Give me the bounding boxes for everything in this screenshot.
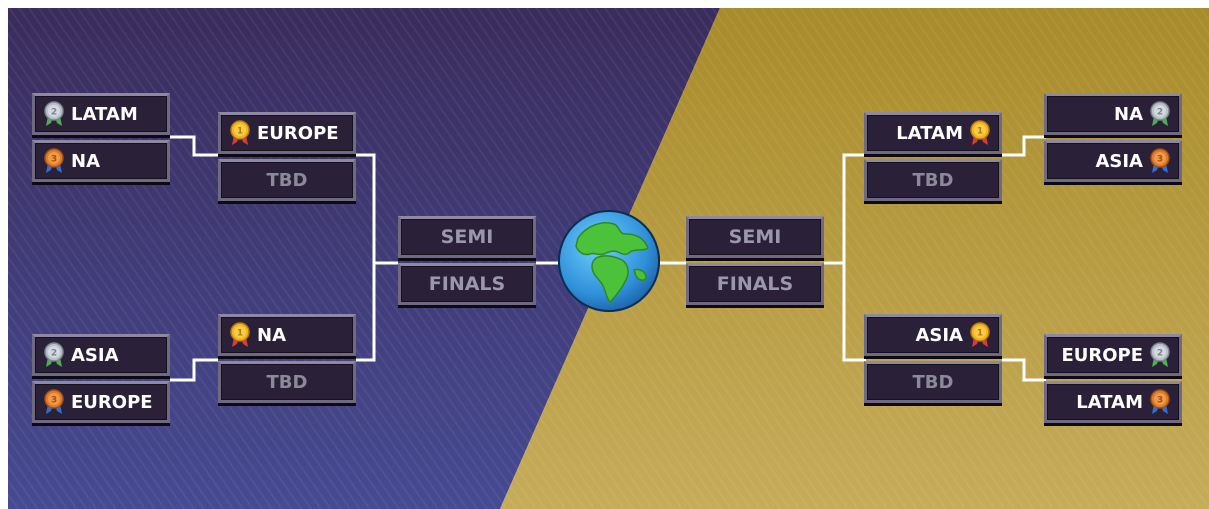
team-name: EUROPE <box>257 122 339 144</box>
team-name: LATAM <box>71 103 138 125</box>
right-r1-team-2: ASIA <box>1044 140 1182 182</box>
team-name: EUROPE <box>71 391 153 413</box>
bronze-3-medal-icon <box>43 389 65 415</box>
right-r2-team-2: TBD <box>864 159 1002 201</box>
left-r1-team-4: EUROPE <box>32 381 170 423</box>
team-name: TBD <box>912 169 954 191</box>
right-semi-finals-bottom: FINALS <box>686 263 824 305</box>
gold-1-medal-icon <box>969 120 991 146</box>
team-name: ASIA <box>71 344 119 366</box>
silver-2-medal-icon <box>43 342 65 368</box>
left-r2-team-3: NA <box>218 314 356 356</box>
connector-left-r2-top <box>356 153 398 265</box>
team-name: LATAM <box>896 122 963 144</box>
right-r2-team-1: LATAM <box>864 112 1002 154</box>
right-r1-team-3: EUROPE <box>1044 334 1182 376</box>
right-r2-team-3: ASIA <box>864 314 1002 356</box>
left-r1-team-1: LATAM <box>32 93 170 135</box>
right-semi-finals-top: SEMI <box>686 216 824 258</box>
right-r1-team-1: NA <box>1044 93 1182 135</box>
left-semi-finals-bottom: FINALS <box>398 263 536 305</box>
team-name: ASIA <box>915 324 963 346</box>
team-name: TBD <box>266 371 308 393</box>
connector-left-r1-top <box>170 135 218 157</box>
split-background <box>8 8 1209 509</box>
bronze-3-medal-icon <box>1149 389 1171 415</box>
connector-left-r2-bottom <box>356 263 376 362</box>
team-name: ASIA <box>1095 150 1143 172</box>
left-r2-team-1: EUROPE <box>218 112 356 154</box>
globe-icon <box>558 210 660 312</box>
left-semi-finals-top: SEMI <box>398 216 536 258</box>
silver-2-medal-icon <box>1149 342 1171 368</box>
connector-right-r1-bottom <box>1002 358 1046 382</box>
finals-label: FINALS <box>428 273 506 295</box>
connector-left-r1-bottom <box>170 358 218 382</box>
connector-right-r2-top <box>824 153 866 265</box>
gold-1-medal-icon <box>229 120 251 146</box>
bronze-3-medal-icon <box>43 148 65 174</box>
semi-label: SEMI <box>440 226 494 248</box>
right-r1-team-4: LATAM <box>1044 381 1182 423</box>
silver-2-medal-icon <box>43 101 65 127</box>
left-r1-team-3: ASIA <box>32 334 170 376</box>
team-name: LATAM <box>1076 391 1143 413</box>
left-r2-team-2: TBD <box>218 159 356 201</box>
team-name: NA <box>71 150 100 172</box>
left-r1-team-2: NA <box>32 140 170 182</box>
team-name: NA <box>1114 103 1143 125</box>
bronze-3-medal-icon <box>1149 148 1171 174</box>
team-name: TBD <box>912 371 954 393</box>
left-r2-team-4: TBD <box>218 361 356 403</box>
connector-right-r2-bottom <box>842 263 866 362</box>
connector-right-r1-top <box>1002 135 1046 157</box>
right-r2-team-4: TBD <box>864 361 1002 403</box>
finals-label: FINALS <box>716 273 794 295</box>
semi-label: SEMI <box>728 226 782 248</box>
tournament-bracket: LATAM NA ASIA EUROPE EUROPE TBD NA TBD S… <box>8 8 1209 509</box>
gold-1-medal-icon <box>969 322 991 348</box>
team-name: TBD <box>266 169 308 191</box>
team-name: EUROPE <box>1061 344 1143 366</box>
team-name: NA <box>257 324 286 346</box>
gold-1-medal-icon <box>229 322 251 348</box>
silver-2-medal-icon <box>1149 101 1171 127</box>
